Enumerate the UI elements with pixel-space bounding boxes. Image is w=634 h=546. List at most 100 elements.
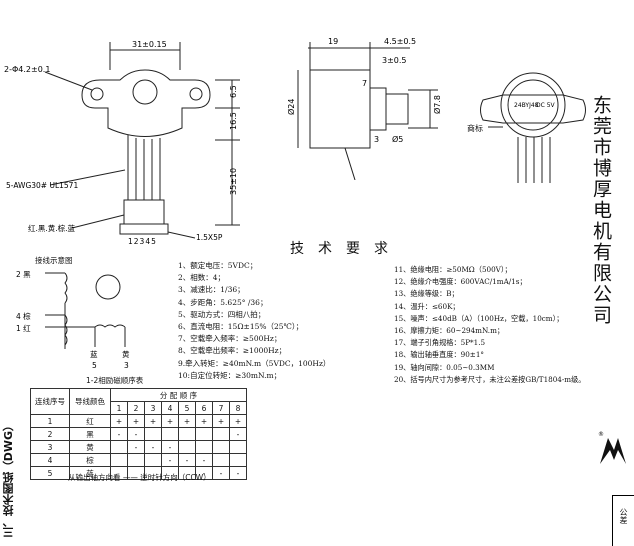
- dim-24: Ø24: [286, 99, 296, 115]
- svg-text:®: ®: [598, 431, 604, 438]
- row-color: 黑: [69, 427, 111, 441]
- lead-3-num: 3: [124, 361, 129, 370]
- motor-model: 24BYJ48: [514, 102, 539, 109]
- row-cell: -: [127, 427, 145, 441]
- mark-label: 商标: [467, 124, 483, 133]
- row-cell: +: [195, 414, 213, 428]
- spec-item: 20、括号内尺寸为参考尺寸，未注公差按GB/T1804-m级。: [394, 374, 586, 384]
- th-step: 6: [195, 401, 213, 415]
- lead-4: 4 棕: [16, 311, 31, 321]
- section-label: 三、技术图纸（DWG）: [2, 420, 15, 539]
- dim-3: 3±0.5: [382, 56, 407, 65]
- spec-item: 3、减速比：1/36；: [178, 285, 245, 295]
- spec-item: 17、端子引角规格：5P*1.5: [394, 338, 486, 348]
- spec-item: 16、摩擦力矩：60~294mN.m；: [394, 325, 505, 335]
- row-cell: [212, 440, 230, 454]
- dim-16-5: 16.5: [229, 112, 238, 130]
- spec-item: 8、空载牵出频率：≥1000Hz；: [178, 346, 287, 356]
- spec-item: 1、额定电压：5VDC；: [178, 261, 258, 270]
- row-color: 红: [69, 414, 111, 428]
- company-logo: ®: [598, 431, 626, 464]
- dim-7-8: Ø7.8: [432, 95, 442, 114]
- th-step: 5: [178, 401, 196, 415]
- row-cell: +: [229, 414, 247, 428]
- row-cell: -: [229, 427, 247, 441]
- wire-spec: 5-AWG30# UL1571: [6, 181, 78, 190]
- row-cell: [144, 453, 162, 467]
- row-num: 1: [30, 414, 70, 428]
- row-cell: +: [212, 414, 230, 428]
- dim-7: 7: [362, 79, 367, 88]
- lead-3-color: 黄: [122, 349, 130, 359]
- spec-item: 18、输出轴垂直度：90±1°: [394, 350, 484, 360]
- row-cell: [229, 440, 247, 454]
- row-cell: -: [212, 466, 230, 480]
- th-step: 4: [161, 401, 179, 415]
- row-cell: +: [110, 414, 128, 428]
- label-view-drawing: 24BYJ48 DC 5V: [480, 72, 586, 183]
- th-step: 8: [229, 401, 247, 415]
- row-cell: +: [178, 414, 196, 428]
- connector-spec: 1.5X5P: [196, 233, 223, 242]
- lead-2: 2 黑: [16, 270, 31, 279]
- th-step: 2: [127, 401, 145, 415]
- dim-6-5: 6.5: [229, 85, 238, 98]
- row-cell: -: [161, 453, 179, 467]
- row-cell: [195, 427, 213, 441]
- connector-pins: 12345: [128, 237, 157, 246]
- row-cell: -: [127, 440, 145, 454]
- lead-1: 1 红: [16, 323, 31, 333]
- row-cell: [110, 440, 128, 454]
- dim-4-5: 4.5±0.5: [384, 37, 416, 46]
- tolerance-label: 公差: [619, 508, 628, 524]
- row-num: 2: [30, 427, 70, 441]
- lead-5-color: 蓝: [90, 349, 98, 359]
- row-cell: [178, 427, 196, 441]
- row-cell: [229, 453, 247, 467]
- row-cell: [212, 427, 230, 441]
- row-cell: -: [144, 440, 162, 454]
- dim-19: 19: [328, 37, 338, 46]
- dim-3-flat: 3: [374, 135, 379, 144]
- footer-note: 从输出轴方向看 —— 逆时针方向（CCW）: [68, 473, 211, 482]
- spec-list-right: 11、绝缘电阻：≥50MΩ（500V）； 12、绝缘介电强度：600VAC/1m…: [394, 264, 586, 386]
- spec-item: 19、轴向间隙：0.05~0.3MM: [394, 362, 495, 372]
- row-num: 4: [30, 453, 70, 467]
- side-view-drawing: 19 4.5±0.5 3±0.5 7 Ø24 3 Ø5 Ø7.8: [286, 37, 442, 180]
- wiring-diagram: 2 黑 4 棕 1 红 蓝 5 黄 3: [16, 270, 130, 370]
- lead-5-num: 5: [92, 361, 97, 370]
- row-cell: +: [127, 414, 145, 428]
- th-order: 连线序号: [30, 388, 70, 415]
- spec-item: 6、直流电阻：15Ω±15%（25℃）；: [178, 321, 304, 331]
- row-cell: -: [195, 453, 213, 467]
- row-cell: +: [144, 414, 162, 428]
- dim-5: Ø5: [392, 134, 403, 144]
- row-num: 3: [30, 440, 70, 454]
- row-cell: +: [161, 414, 179, 428]
- row-cell: [212, 453, 230, 467]
- spec-item: 15、噪声：≤40dB（A）（100Hz，空载，10cm）；: [394, 313, 564, 323]
- excitation-mode: 1-2相励磁顺序表: [86, 376, 144, 385]
- motor-voltage: DC 5V: [536, 102, 556, 109]
- row-cell: [110, 453, 128, 467]
- row-cell: [144, 427, 162, 441]
- th-color: 导线颜色: [69, 388, 111, 415]
- wiring-title: 接线示意图: [35, 256, 73, 265]
- th-sequence: 分 配 顺 序: [110, 388, 247, 402]
- row-cell: -: [229, 466, 247, 480]
- th-step: 3: [144, 401, 162, 415]
- row-cell: [195, 440, 213, 454]
- spec-item: 7、空载牵入频率：≥500Hz；: [178, 334, 282, 344]
- spec-item: 14、温升：≤60K；: [394, 301, 460, 311]
- spec-item: 2、相数：4；: [178, 273, 226, 283]
- spec-item: 11、绝缘电阻：≥50MΩ（500V）；: [394, 265, 512, 274]
- tolerance-box: 公差: [612, 495, 634, 546]
- row-cell: -: [161, 440, 179, 454]
- row-color: 棕: [69, 453, 111, 467]
- spec-item: 4、步距角：5.625° /36；: [178, 297, 268, 307]
